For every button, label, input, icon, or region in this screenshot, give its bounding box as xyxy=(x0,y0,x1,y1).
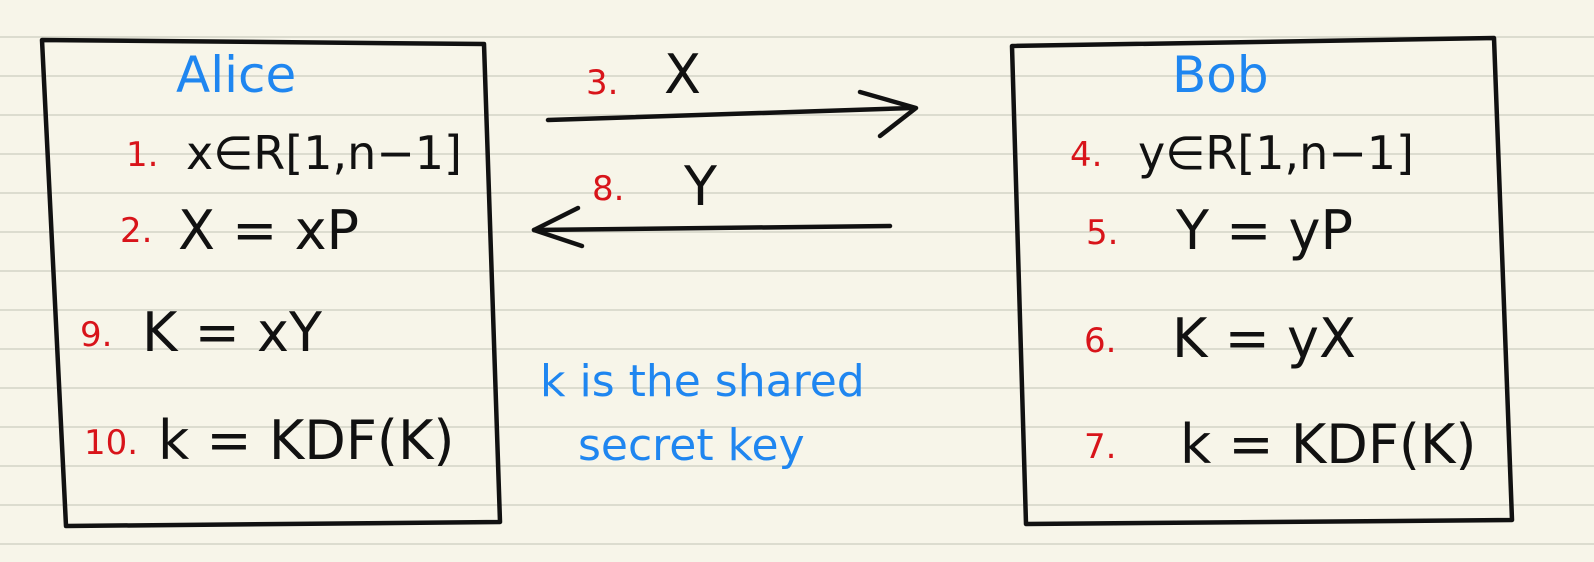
bob-title: Bob xyxy=(1172,46,1269,104)
arrow-to-alice xyxy=(531,223,893,233)
alice-box xyxy=(39,37,503,529)
bob-box xyxy=(1009,35,1515,527)
bob-step-6-number: 6. xyxy=(1084,321,1117,361)
alice-step-9-number: 9. xyxy=(80,315,113,355)
bob-step-4-expr: y∈R[1,n−1] xyxy=(1138,126,1414,180)
alice-step-9-expr: K = xY xyxy=(142,301,322,364)
arrow-to-bob-head xyxy=(857,89,919,139)
alice-step-1-expr: x∈R[1,n−1] xyxy=(186,126,462,180)
note-line-1: k is the shared xyxy=(540,356,865,407)
bob-step-7-number: 7. xyxy=(1084,427,1117,467)
alice-step-10-expr: k = KDF(K) xyxy=(158,409,455,472)
message-3-label: X xyxy=(664,43,701,106)
bob-step-6-expr: K = yX xyxy=(1172,307,1356,370)
bob-step-4-number: 4. xyxy=(1070,135,1103,175)
message-8-label: Y xyxy=(684,155,717,218)
message-3-number: 3. xyxy=(586,63,619,103)
message-8-number: 8. xyxy=(592,169,625,209)
bob-step-7-expr: k = KDF(K) xyxy=(1180,413,1477,476)
arrow-to-bob xyxy=(545,105,915,123)
bob-step-5-expr: Y = yP xyxy=(1176,199,1354,262)
alice-title: Alice xyxy=(176,46,297,104)
arrow-to-alice-head xyxy=(531,205,585,249)
alice-step-1-number: 1. xyxy=(126,135,159,175)
alice-step-2-number: 2. xyxy=(120,211,153,251)
bob-step-5-number: 5. xyxy=(1086,213,1119,253)
alice-step-10-number: 10. xyxy=(84,423,139,463)
alice-step-2-expr: X = xP xyxy=(178,199,360,262)
note-line-2: secret key xyxy=(578,420,805,471)
